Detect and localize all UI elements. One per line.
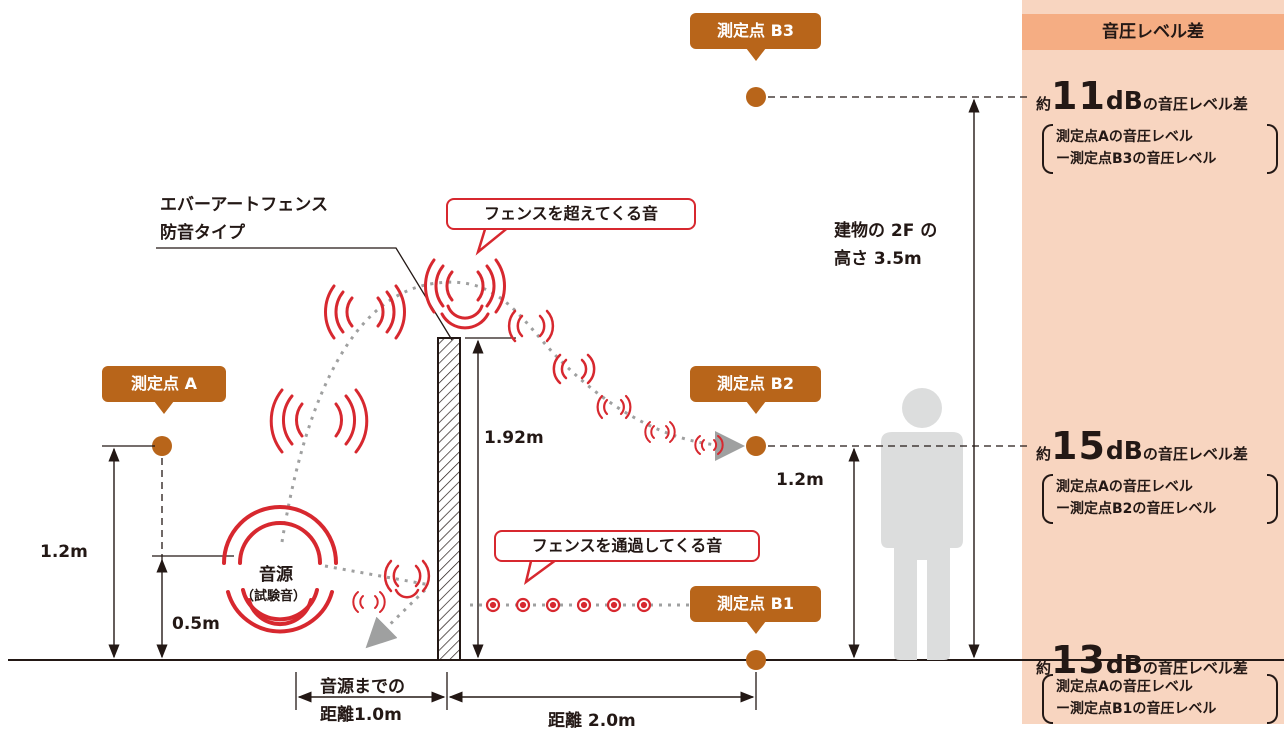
- wave-cluster-3: [424, 258, 506, 330]
- point-a-tag: 測定点 A: [102, 366, 226, 414]
- result-prefix: 約: [1036, 445, 1052, 463]
- fence-height-label: 1.92m: [484, 428, 544, 448]
- source-distance-label-2: 距離1.0m: [320, 705, 402, 725]
- result-b3-formula: 測定点Aの音圧レベル ー測定点B3の音圧レベル: [1042, 124, 1278, 174]
- formula-line-1: 測定点Aの音圧レベル: [1056, 129, 1193, 145]
- through-fence-rings: [485, 597, 652, 613]
- result-b2: 約15dBの音圧レベル差: [1036, 424, 1248, 468]
- source-label: 音源: [259, 565, 293, 585]
- wave-cluster-5: [552, 353, 596, 385]
- wave-cluster-6: [596, 394, 632, 420]
- result-unit: dB: [1105, 86, 1143, 115]
- result-value: 11: [1051, 74, 1106, 118]
- point-b1-dot: [746, 650, 766, 670]
- building-height-label-2: 高さ 3.5m: [834, 249, 922, 269]
- result-suffix: の音圧レベル差: [1142, 95, 1248, 113]
- wave-cluster-8: [694, 435, 724, 455]
- formula-line-2: ー測定点B2の音圧レベル: [1056, 501, 1217, 517]
- result-suffix: の音圧レベル差: [1142, 445, 1248, 463]
- point-distance-label: 距離 2.0m: [548, 711, 636, 731]
- result-unit: dB: [1105, 436, 1143, 465]
- result-prefix: 約: [1036, 95, 1052, 113]
- person-silhouette: [881, 388, 963, 660]
- result-unit: dB: [1105, 650, 1143, 679]
- source-sublabel: （試験音）: [241, 589, 307, 604]
- wave-cluster-reflect: [352, 591, 386, 613]
- sound-path-reflect: [365, 588, 427, 649]
- point-b2-height-label: 1.2m: [776, 470, 824, 490]
- formula-line-1: 測定点Aの音圧レベル: [1056, 479, 1193, 495]
- formula-line-2: ー測定点B3の音圧レベル: [1056, 151, 1217, 167]
- sound-level-difference-panel: [1022, 0, 1284, 724]
- formula-line-2: ー測定点B1の音圧レベル: [1056, 701, 1217, 717]
- point-b3-tag: 測定点 B3: [690, 13, 821, 61]
- building-height-label-1: 建物の 2F の: [834, 221, 938, 241]
- fence-label-leader: [156, 247, 453, 341]
- point-b2-tag: 測定点 B2: [690, 366, 821, 414]
- source-distance-label-1: 音源までの: [320, 677, 405, 697]
- point-a-height-label: 1.2m: [40, 542, 88, 562]
- sound-path-over: [280, 280, 745, 543]
- result-suffix: の音圧レベル差: [1142, 659, 1248, 677]
- result-b2-formula: 測定点Aの音圧レベル ー測定点B2の音圧レベル: [1042, 474, 1278, 524]
- panel-title: 音圧レベル差: [1022, 14, 1284, 50]
- result-value: 13: [1051, 638, 1106, 682]
- fence: [437, 337, 461, 661]
- point-a-dot: [152, 436, 172, 456]
- point-b2-dot: [746, 436, 766, 456]
- wave-cluster-through: [383, 559, 431, 599]
- wave-cluster-4: [507, 309, 555, 343]
- source-height-label: 0.5m: [172, 614, 220, 634]
- result-b1-formula: 測定点Aの音圧レベル ー測定点B1の音圧レベル: [1042, 674, 1278, 724]
- result-b1: 約13dBの音圧レベル差: [1036, 638, 1248, 682]
- bubble-through-fence: フェンスを通過してくる音: [494, 530, 760, 562]
- fence-label-line2: 防音タイプ: [160, 223, 245, 243]
- wave-cluster-1: [269, 388, 369, 454]
- result-prefix: 約: [1036, 659, 1052, 677]
- sound-source-waves: [222, 505, 338, 634]
- fence-label-line1: エバーアートフェンス: [160, 195, 328, 215]
- bubble-over-fence: フェンスを超えてくる音: [446, 198, 696, 230]
- wave-cluster-2: [324, 284, 406, 340]
- result-b3: 約11dBの音圧レベル差: [1036, 74, 1248, 118]
- point-b3-dot: [746, 87, 766, 107]
- result-value: 15: [1051, 424, 1106, 468]
- point-b1-tag: 測定点 B1: [690, 586, 821, 634]
- wave-cluster-7: [644, 421, 676, 443]
- formula-line-1: 測定点Aの音圧レベル: [1056, 679, 1193, 695]
